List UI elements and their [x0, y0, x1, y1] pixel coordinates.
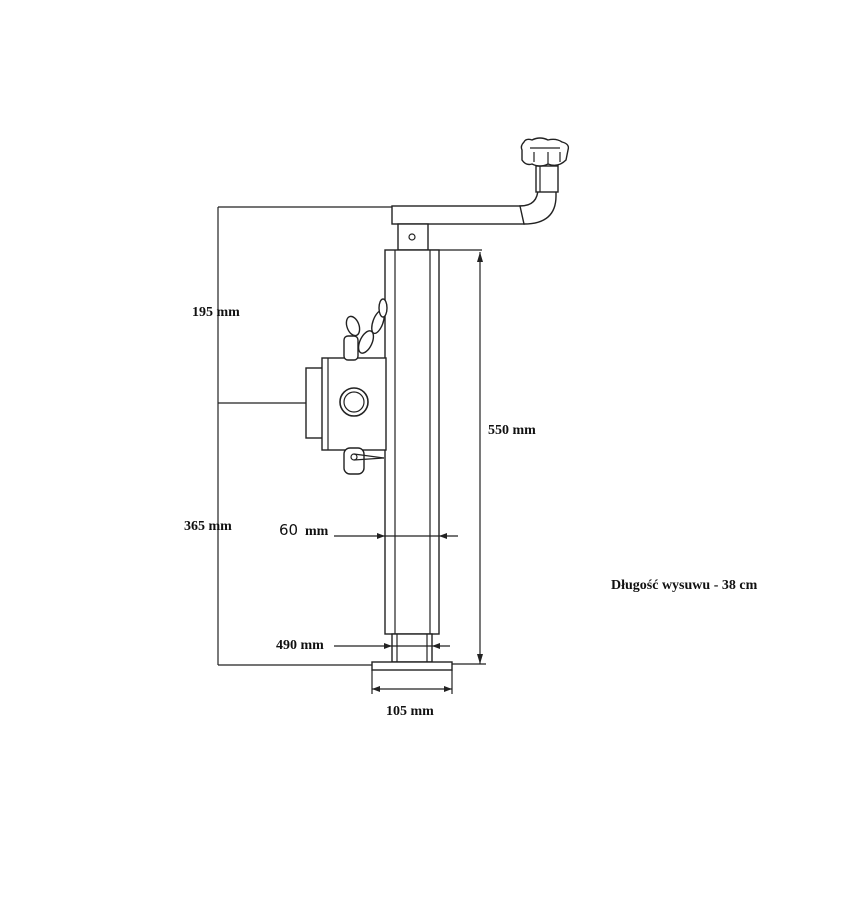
label-60-unit: mm — [305, 524, 329, 539]
dim-105-line — [371, 670, 453, 694]
main-tube — [384, 249, 440, 635]
extension-length-label: Długość wysuwu - 38 cm — [611, 578, 758, 593]
crank-handle — [391, 137, 570, 225]
label-60-number: 60 — [279, 521, 299, 539]
inner-tube — [391, 633, 433, 663]
label-195: 195 mm — [192, 305, 240, 320]
clamp-assembly — [305, 357, 387, 451]
dim-60-line — [334, 533, 458, 539]
label-365: 365 mm — [184, 519, 232, 534]
foot-plate — [371, 661, 453, 671]
top-fitting — [397, 223, 482, 251]
locking-pin — [343, 447, 385, 475]
dim-550-line — [452, 252, 486, 665]
chain — [343, 298, 388, 361]
label-550: 550 mm — [488, 423, 536, 438]
label-105: 105 mm — [386, 704, 434, 719]
label-490: 490 mm — [276, 638, 324, 653]
left-dimension-frame — [217, 206, 392, 666]
dim-490-line — [334, 643, 450, 649]
